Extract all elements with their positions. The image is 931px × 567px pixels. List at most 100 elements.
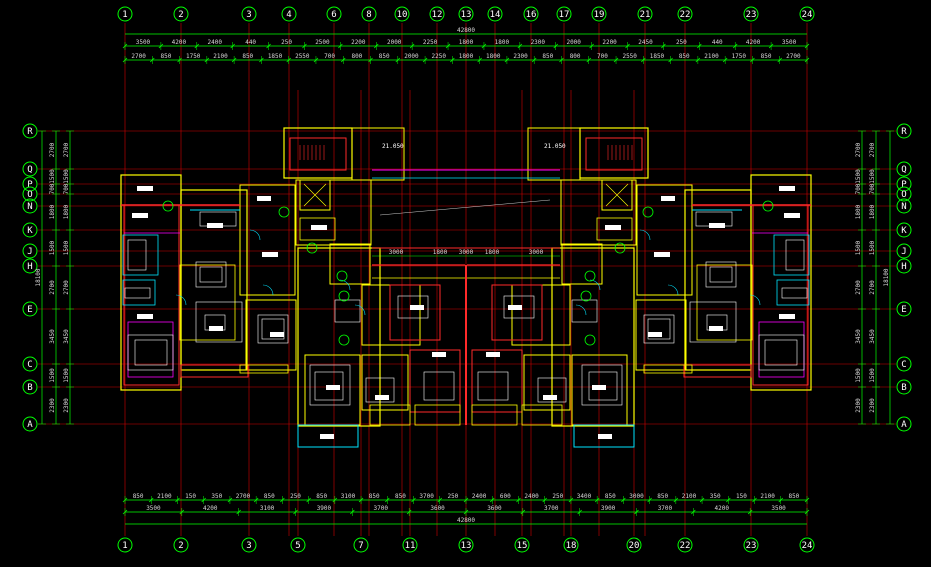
axis-bubble-left-B-label: B (27, 383, 32, 393)
label-tag (784, 213, 800, 218)
elevator-x2 (303, 183, 327, 207)
dim-bottom-row2-text: 150 (736, 493, 747, 500)
door-arc (575, 304, 587, 316)
dim-left-outer-text: 1800 (63, 204, 70, 219)
dim-right-outer-text: 700 (869, 183, 876, 194)
axis-bubble-top-3-label: 3 (246, 10, 251, 20)
inner-dim-text: 3000 (459, 249, 474, 256)
label-tag (598, 434, 612, 439)
dim-top-row2-text: 850 (542, 53, 553, 60)
label-tag (508, 305, 522, 310)
label-tag (709, 326, 723, 331)
sofa-living (195, 301, 243, 343)
axis-bubble-top-23-circle (743, 6, 759, 22)
axis-bubble-bottom-3-circle (241, 537, 257, 553)
axis-bubble-top-22-circle (677, 6, 693, 22)
axis-bubble-top-13-label: 13 (461, 10, 472, 20)
label-tag (311, 225, 327, 230)
wall-central-balcony (573, 424, 635, 448)
bed-master (758, 334, 805, 371)
dim-bottom-row2-text: 3700 (419, 493, 434, 500)
door-arc (589, 279, 601, 291)
axis-bubble-left-P-circle (22, 176, 38, 192)
axis-bubble-left-N-circle (22, 198, 38, 214)
door-arc (175, 294, 187, 306)
inner-axis-marker (338, 290, 350, 302)
dim-bottom-row2-text: 350 (211, 493, 222, 500)
inner-dim-text: 1800 (433, 249, 448, 256)
dim-bottom-row1-text: 3600 (487, 505, 502, 512)
dim-bottom-row2-text: 850 (788, 493, 799, 500)
axis-bubble-left-E-circle (22, 301, 38, 317)
furniture-layer (124, 186, 808, 439)
dim-right-outer-text: 2700 (869, 280, 876, 295)
wall-living (684, 189, 752, 371)
dim-bottom-total-text: 42800 (457, 517, 475, 524)
dim-top-row2-text: 2700 (131, 53, 146, 60)
label-tag (486, 352, 500, 357)
dim-bottom-row2-text: 2400 (524, 493, 539, 500)
dim-right-inner-text: 1500 (855, 368, 862, 383)
dim-left-outer-text: 1500 (63, 169, 70, 184)
axis-bubble-bottom-5-circle (290, 537, 306, 553)
wall-central-balcony3 (471, 404, 518, 426)
axis-bubble-left-C-circle (22, 356, 38, 372)
dim-right-inner-text: 2700 (855, 142, 862, 157)
inner-axis-marker (278, 206, 290, 218)
axis-bubble-bottom-1-label: 1 (122, 541, 127, 551)
bed-master (127, 334, 174, 371)
inner-dim-text: 3000 (529, 249, 544, 256)
dim-bottom-row2-text: 2400 (472, 493, 487, 500)
bed-master-inner (134, 339, 168, 366)
dim-top-row2-text: 850 (242, 53, 253, 60)
axis-bubble-bottom-2-circle (173, 537, 189, 553)
wall-central-unit (551, 247, 635, 427)
axis-bubble-left-N-label: N (27, 202, 32, 212)
axis-bubble-top-19-label: 19 (594, 10, 605, 20)
axis-bubble-right-B-circle (896, 379, 912, 395)
wall-stair-lobby (527, 127, 581, 181)
axis-bubble-bottom-18-circle (563, 537, 579, 553)
axis-bubble-top-16-circle (523, 6, 539, 22)
door-arc (667, 284, 679, 296)
label-tag (592, 385, 606, 390)
bed-second-inner (647, 318, 671, 340)
axis-bubble-left-O-circle (22, 186, 38, 202)
dim-left-outer-text: 2700 (63, 142, 70, 157)
axis-bubble-top-14-circle (487, 6, 503, 22)
dim-top-row1-text: 3500 (136, 39, 151, 46)
bed-central-2 (537, 377, 567, 403)
dim-top-row2-text: 2550 (622, 53, 637, 60)
axis-bubble-top-23-label: 23 (746, 10, 757, 20)
dim-left-outer-text: 1500 (63, 368, 70, 383)
axis-bubble-left-J-label: J (27, 247, 32, 257)
axis-bubble-bottom-13-label: 13 (461, 541, 472, 551)
wall-bath-fixtures (773, 234, 810, 276)
dim-top-row1-text: 1800 (459, 39, 474, 46)
dim-bottom-row2-text: 850 (369, 493, 380, 500)
axis-bubble-right-H-circle (896, 258, 912, 274)
corridor-diag (379, 199, 551, 216)
axis-bubble-top-17-circle (556, 6, 572, 22)
wall-central-balcony3 (414, 404, 461, 426)
axis-bubble-top-13-circle (458, 6, 474, 22)
dim-bottom-row2-text: 250 (290, 493, 301, 500)
dim-bottom-row1-text: 3900 (317, 505, 332, 512)
dim-top-row1-text: 2200 (351, 39, 366, 46)
bed-second (643, 314, 675, 344)
wall-lounge (696, 264, 753, 341)
dim-bottom-row2-text: 3100 (341, 493, 356, 500)
dim-bottom-row2-text: 2100 (760, 493, 775, 500)
wall-shaft (299, 217, 336, 241)
inner-dim-text: 3000 (389, 249, 404, 256)
bathtub (785, 239, 805, 271)
wall-stair-inner (289, 137, 347, 171)
wall-bedroom-2 (245, 299, 297, 371)
axis-bubble-bottom-13-circle (458, 537, 474, 553)
axis-bubble-right-P-circle (896, 176, 912, 192)
dim-top-row2-text: 2300 (513, 53, 528, 60)
elevator-x2 (605, 183, 629, 207)
label-tag (137, 186, 153, 191)
axis-bubble-top-6-label: 6 (331, 10, 336, 20)
